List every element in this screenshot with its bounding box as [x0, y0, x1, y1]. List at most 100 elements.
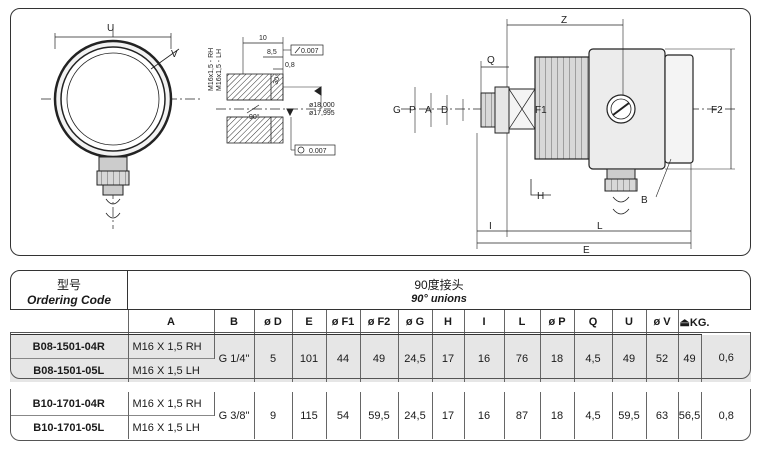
h-cell: 17: [432, 334, 465, 382]
f2-cell: 59,5: [360, 392, 399, 439]
column-header: ø P: [540, 310, 575, 335]
column-header: Q: [574, 310, 613, 335]
u-cell: 59,5: [612, 392, 647, 439]
column-header: [10, 310, 129, 335]
column-header-kg: ⏏KG.: [678, 310, 709, 335]
table-row: B08-1501-05L M16 X 1,5 LH: [10, 358, 751, 382]
label-b: B: [641, 195, 648, 206]
l-cell: 76: [504, 334, 541, 382]
dim-10: 10: [259, 35, 267, 42]
label-a: A: [425, 105, 432, 116]
ordering-code-cell: B10-1701-04R: [10, 392, 129, 416]
h-cell: 17: [432, 392, 465, 439]
b-cell: G 3/8": [214, 392, 255, 439]
ordering-code-en: Ordering Code: [26, 293, 111, 307]
f1-cell: 44: [326, 334, 361, 382]
column-header: E: [292, 310, 327, 335]
q-cell: 4,5: [574, 334, 613, 382]
ordering-code-cell: B08-1501-05L: [10, 358, 129, 382]
tol-bottom: 0.007: [309, 148, 327, 155]
label-u: U: [107, 23, 114, 34]
g-cell: 24,5: [398, 392, 433, 439]
label-f1: F1: [535, 105, 547, 116]
unions-header: 90度接头 90° unions: [128, 270, 751, 310]
i-cell: 16: [464, 392, 505, 439]
column-header: U: [612, 310, 647, 335]
spec-table: A B ø D E ø F1 ø F2 ø G H I L ø P Q U ø …: [10, 310, 751, 439]
group-spacer: [10, 382, 751, 392]
column-header: B: [214, 310, 255, 335]
thread-detail: [216, 37, 336, 156]
column-header: ø G: [398, 310, 433, 335]
label-z: Z: [561, 15, 567, 26]
table-row: B10-1701-04R M16 X 1,5 RH G 3/8" 9 115 5…: [10, 392, 751, 439]
q-cell: 4,5: [574, 392, 613, 439]
label-p: P: [409, 105, 416, 116]
spec-table-area: 型号 Ordering Code 90度接头 90° unions A B ø …: [10, 270, 751, 441]
angle-90: 90°: [249, 113, 260, 121]
ordering-code-zh: 型号: [56, 278, 81, 292]
l-cell: 87: [504, 392, 541, 439]
concentricity-icon: [297, 146, 305, 154]
thread-cell: M16 X 1,5 LH: [128, 415, 214, 439]
ordering-code-header: 型号 Ordering Code: [10, 270, 128, 310]
kg-cell: 0,8: [718, 409, 734, 422]
p-cell: 18: [540, 392, 575, 439]
column-header: A: [128, 310, 215, 335]
thread-cell: M16 X 1,5 RH: [128, 392, 215, 416]
label-e: E: [583, 245, 590, 256]
dim-8-5: 8,5: [267, 49, 277, 56]
u-cell: 49: [612, 334, 647, 382]
angle-30: 30°: [271, 73, 282, 86]
label-v: V: [171, 49, 178, 60]
f2-cell: 49: [360, 334, 399, 382]
v-cell: 52: [646, 334, 679, 382]
runout-icon: [294, 46, 301, 54]
label-l: L: [597, 221, 603, 232]
side-view: [401, 19, 736, 249]
p-cell: 18: [540, 334, 575, 382]
dia-min: ø17,995: [309, 110, 335, 117]
ordering-code-cell: B10-1701-05L: [10, 415, 129, 439]
column-header: ø V: [646, 310, 679, 335]
unions-en: 90° unions: [411, 293, 467, 305]
thread-rh-label: M16x1,5 - RH: [208, 48, 215, 91]
column-header: H: [432, 310, 465, 335]
e-cell: 101: [292, 334, 327, 382]
z-cell: 49: [678, 334, 702, 382]
label-i: I: [489, 221, 492, 232]
tol-top: 0.007: [301, 48, 319, 55]
d-cell: 5: [254, 334, 293, 382]
weight-icon: ⏏: [679, 316, 690, 329]
table-row: B10-1701-05L M16 X 1,5 LH: [10, 415, 751, 439]
d-cell: 9: [254, 392, 293, 439]
z-cell: 56,5: [678, 392, 702, 439]
thread-cell: M16 X 1,5 RH: [128, 334, 215, 359]
label-d: D: [441, 105, 448, 116]
label-f2: F2: [711, 105, 723, 116]
column-header: ø F1: [326, 310, 361, 335]
dia-max: ø18,000: [309, 102, 335, 109]
i-cell: 16: [464, 334, 505, 382]
thread-lh-label: M16x1,5 - LH: [216, 49, 223, 91]
b-cell: G 1/4": [214, 334, 255, 382]
column-header: I: [464, 310, 505, 335]
label-q: Q: [487, 55, 495, 66]
kg-cell: 0,6: [701, 334, 751, 382]
v-cell: 63: [646, 392, 679, 439]
ordering-code-cell: B08-1501-04R: [10, 334, 129, 359]
label-h: H: [537, 191, 544, 202]
front-view: [41, 27, 201, 229]
table-row: B08-1501-04R M16 X 1,5 RH G 1/4" 5 101 4…: [10, 334, 751, 382]
g-cell: 24,5: [398, 334, 433, 382]
column-header: ø F2: [360, 310, 399, 335]
label-g: G: [393, 105, 401, 116]
e-cell: 115: [292, 392, 327, 439]
technical-drawing: U V M16x: [10, 8, 751, 256]
f1-cell: 54: [326, 392, 361, 439]
column-header: ø D: [254, 310, 293, 335]
column-header: L: [504, 310, 541, 335]
drawing-svg: U V M16x: [41, 15, 736, 256]
dim-0-8: 0,8: [285, 62, 295, 69]
thread-cell: M16 X 1,5 LH: [128, 358, 214, 382]
